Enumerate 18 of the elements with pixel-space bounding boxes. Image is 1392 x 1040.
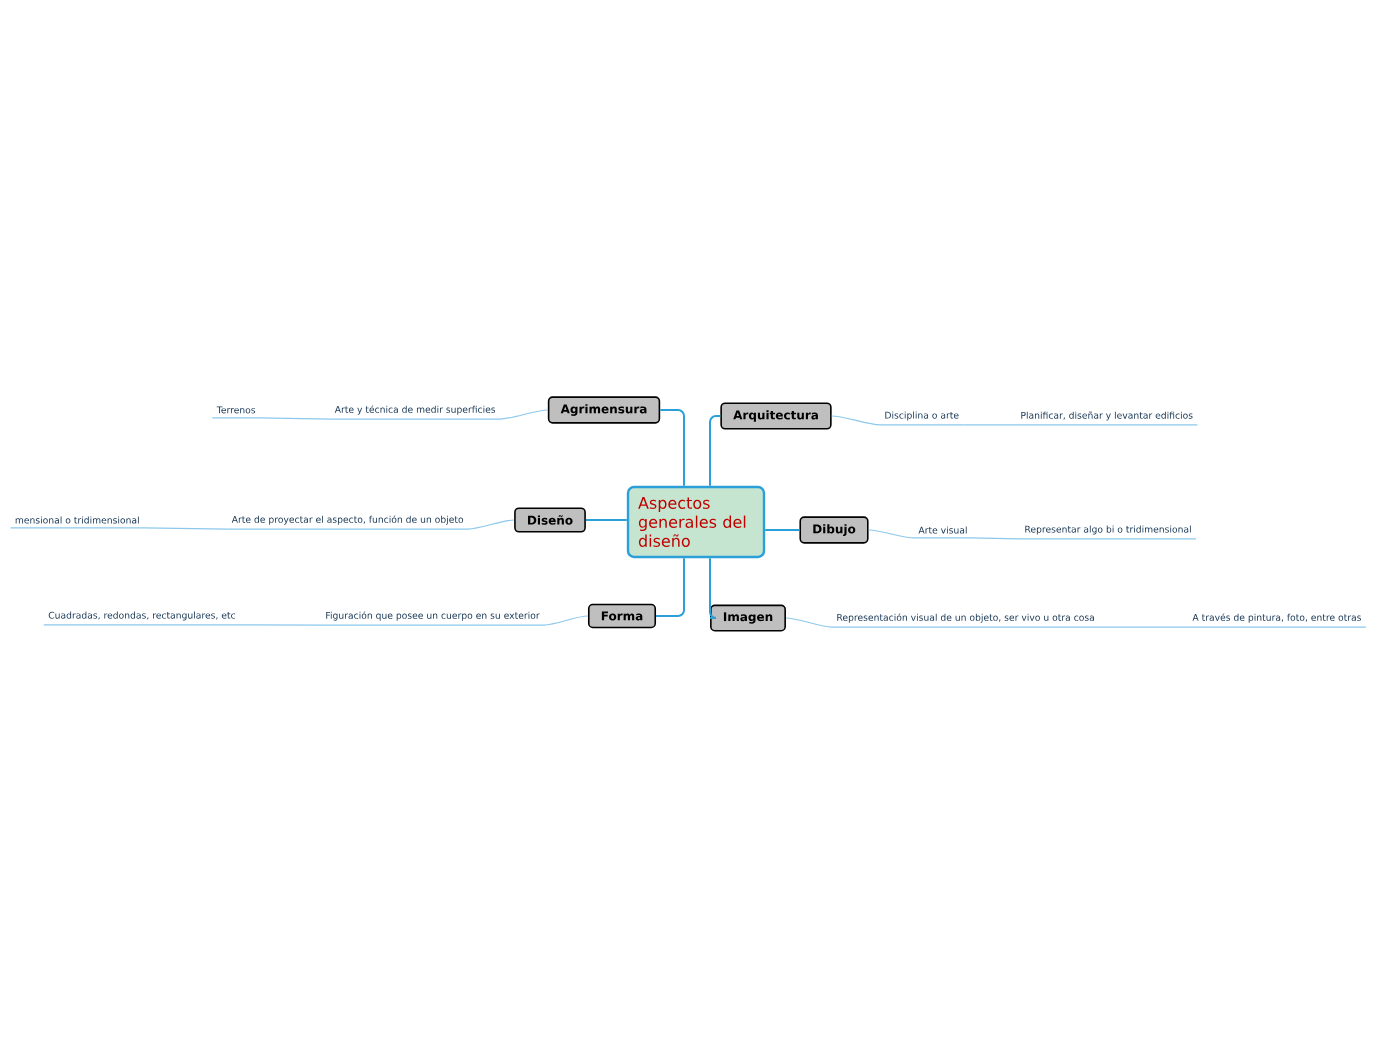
connector-line: [584, 519, 628, 521]
connector-line: [499, 409, 549, 420]
connector-line: [831, 415, 881, 426]
connector-line: [709, 557, 717, 619]
connector-line: [764, 529, 801, 531]
connector-line: [1098, 626, 1189, 628]
connector-line: [655, 557, 685, 617]
connector-line: [785, 617, 833, 628]
connector-line: [868, 529, 915, 539]
connector-line: [971, 537, 1021, 540]
connector-line: [259, 417, 331, 420]
connector-line: [709, 415, 722, 487]
connector-line: [543, 615, 589, 626]
connector-line: [962, 424, 1017, 426]
topic-box: Aspectos generales del diseño: [626, 485, 766, 559]
connector-line: [467, 519, 515, 530]
connector-line: [143, 527, 228, 530]
connector-line: [239, 624, 322, 626]
